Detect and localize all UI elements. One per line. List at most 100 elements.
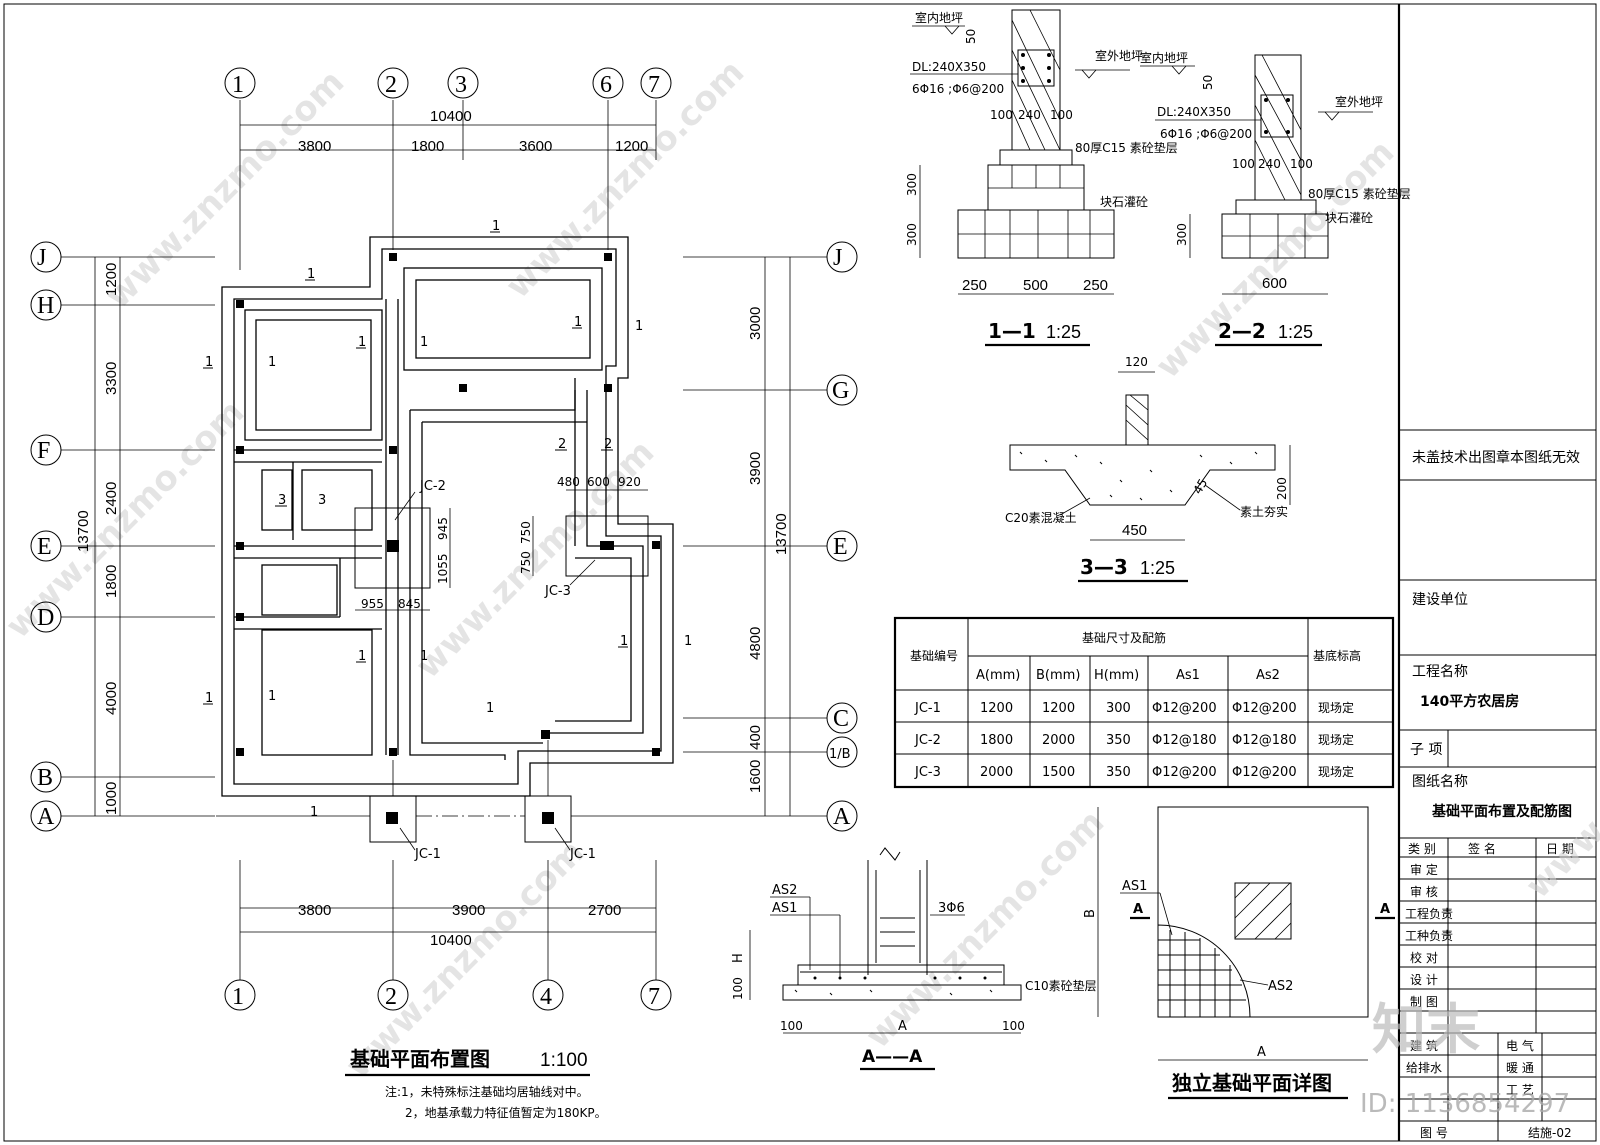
s33-soil: 素土夯实 — [1240, 504, 1288, 519]
drawing-value: 基础平面布置及配筋图 — [1432, 803, 1572, 820]
right-axis-1B: 1/B — [829, 747, 851, 762]
right-total-dim: 13700 — [773, 513, 790, 555]
s11-w-dim-2: 500 — [1023, 277, 1048, 294]
row3-elev: 现场定 — [1318, 764, 1354, 779]
detail-sec-right: A — [1380, 902, 1390, 917]
top-axis-3: 3 — [455, 72, 467, 98]
s22-scale: 1:25 — [1278, 322, 1313, 342]
top-axis-6: 6 — [600, 72, 612, 98]
bottom-dim-1: 3800 — [298, 902, 331, 919]
s22-top-dim-3: 100 — [1290, 157, 1313, 171]
saa-side-right: 100 — [1002, 1019, 1025, 1033]
top-dim-1: 3800 — [298, 138, 331, 155]
row2-elev: 现场定 — [1318, 732, 1354, 747]
drawing-label: 图纸名称 — [1412, 774, 1468, 790]
mark-1n: 1 — [684, 634, 692, 649]
jc3-dim-750b: 750 — [519, 551, 533, 574]
mark-1k: 1 — [358, 649, 366, 664]
row1-elev: 现场定 — [1318, 700, 1354, 715]
saa-a: A — [898, 1019, 907, 1034]
role-7: 制 图 — [1410, 995, 1438, 1009]
watermark-8: www.znzmo.com — [1518, 652, 1600, 906]
mark-3b: 3 — [318, 493, 326, 508]
left-dim-3: 2400 — [103, 482, 120, 515]
mark-1i: 1 — [205, 691, 213, 706]
sheet-border — [3, 3, 1597, 1142]
section-marks: 1 1 1 1 1 1 1 1 2 2 3 3 1 1 1 1 1 1 1 1 — [203, 219, 692, 820]
plan-title: 基础平面布置图 — [350, 1047, 490, 1071]
role-1: 审 定 — [1410, 862, 1438, 877]
right-axis-E: E — [833, 534, 848, 560]
row3-a: 2000 — [980, 765, 1013, 780]
table-sub-as2: As2 — [1256, 668, 1280, 683]
saa-stir: 3Φ6 — [938, 901, 965, 916]
jc3-label: JC-3 — [544, 584, 571, 599]
section-3-3: 120 200 45 C20素混凝土 素土夯实 450 3—3 1:25 — [1005, 355, 1291, 583]
right-dim-3: 4800 — [747, 627, 764, 660]
left-axis-markers: J H F E D B A — [30, 241, 62, 832]
s11-h-dim-2: 300 — [905, 223, 919, 246]
role-4: 工种负责 — [1405, 929, 1453, 943]
s33-h: 200 — [1275, 477, 1289, 500]
stamp-note: 未盖技术出图章本图纸无效 — [1412, 449, 1580, 466]
s22-cushion: 80厚C15 素砼垫层 — [1308, 186, 1411, 201]
s11-top-dim-3: 100 — [1050, 108, 1073, 122]
mark-1g: 1 — [574, 315, 582, 330]
role-6: 设 计 — [1410, 973, 1438, 987]
right-dim-4: 400 — [747, 725, 764, 750]
mark-1d: 1 — [268, 355, 276, 370]
table-header-no: 基础编号 — [910, 648, 958, 663]
top-axis-2: 2 — [385, 72, 397, 98]
jc3-dim-750a: 750 — [519, 521, 533, 544]
jc3-dim-920: 920 — [618, 475, 641, 489]
footing-table: 基础编号 基础尺寸及配筋 基底标高 A(mm) B(mm) H(mm) As1 … — [893, 616, 1395, 789]
mark-1c: 1 — [205, 355, 213, 370]
table-header-size: 基础尺寸及配筋 — [1082, 630, 1166, 645]
drawing-no-label: 图 号 — [1420, 1126, 1448, 1140]
left-dim-4: 1800 — [103, 565, 120, 598]
s11-scale: 1:25 — [1046, 322, 1081, 342]
jc1-label-left: JC-1 — [414, 847, 441, 862]
mark-1l: 1 — [420, 649, 428, 664]
mark-1a: 1 — [492, 219, 500, 234]
row2-a: 1800 — [980, 733, 1013, 748]
s22-title: 2—2 — [1218, 319, 1266, 343]
disc-4: 暖 通 — [1506, 1061, 1534, 1075]
detail-sec-left: A — [1133, 902, 1143, 917]
bottom-total-dim: 10400 — [430, 932, 472, 949]
id-watermark: ID: 1136854297 — [1360, 1089, 1570, 1119]
detail-b: B — [1083, 909, 1098, 918]
s11-top-dim-2: 240 — [1018, 108, 1041, 122]
table-sub-as1: As1 — [1176, 668, 1200, 683]
bottom-axis-7: 7 — [648, 984, 660, 1010]
note-2: 2，地基承载力特征值暂定为180KP。 — [405, 1105, 607, 1120]
right-axis-markers: J G E C 1/B A — [826, 241, 858, 832]
mark-3a: 3 — [278, 493, 286, 508]
s11-rebar: 6Φ16 ;Φ6@200 — [912, 82, 1004, 96]
s22-top-dim-1: 100 — [1232, 157, 1255, 171]
mark-1o: 1 — [310, 805, 318, 820]
row1-b: 1200 — [1042, 701, 1075, 716]
left-axis-D: D — [37, 605, 54, 631]
title-block: 未盖技术出图章本图纸无效 建设单位 工程名称 140平方农居房 子 项 图纸名称… — [1399, 429, 1596, 1141]
mark-1f: 1 — [420, 335, 428, 350]
project-label: 工程名称 — [1412, 664, 1468, 680]
jc2-dim-955: 955 — [361, 597, 384, 611]
row3-no: JC-3 — [914, 765, 941, 780]
s22-w-dim-1: 600 — [1262, 275, 1287, 292]
row2-as2: Φ12@180 — [1232, 733, 1297, 748]
s11-w-dim-1: 250 — [962, 277, 987, 294]
jc2-dim-945: 945 — [436, 517, 450, 540]
row1-no: JC-1 — [914, 701, 941, 716]
sign-header-2: 签 名 — [1468, 841, 1496, 856]
table-row: JC-3 2000 1500 350 Φ12@200 Φ12@200 现场定 — [914, 764, 1354, 780]
s22-dl: DL:240X350 — [1157, 105, 1231, 119]
drawing-no-value: 结施-02 — [1528, 1126, 1572, 1140]
top-dim-3: 3600 — [519, 138, 552, 155]
right-dim-1: 3000 — [747, 307, 764, 340]
mark-1p: 1 — [486, 701, 494, 716]
right-axis-J: J — [833, 245, 842, 271]
s22-stone: 块石灌砼 — [1325, 211, 1373, 225]
left-dim-1: 1200 — [103, 263, 120, 296]
